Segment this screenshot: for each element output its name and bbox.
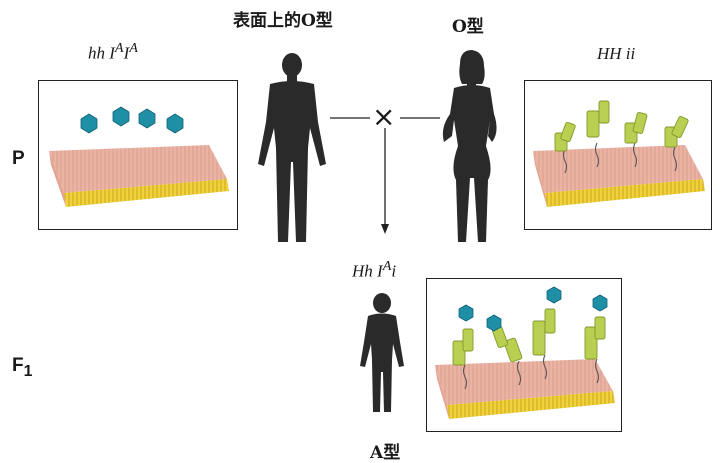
antigen-a xyxy=(592,294,608,312)
membrane-side xyxy=(533,151,547,207)
antigen-h xyxy=(532,308,556,356)
membrane-illustration xyxy=(49,106,229,207)
glycan-stalks xyxy=(562,142,678,174)
membrane-base xyxy=(545,179,705,207)
membrane-illustration xyxy=(435,286,615,419)
antigen-h xyxy=(554,121,576,152)
generation-label-p: P xyxy=(12,148,25,169)
antigen-a xyxy=(112,106,130,127)
membrane-top xyxy=(49,145,227,193)
antigen-h xyxy=(491,326,523,363)
antigen-h xyxy=(664,116,689,148)
membrane-illustration xyxy=(533,100,705,207)
left-parent-genotype: hh IAIA xyxy=(88,40,138,63)
right-parent-membrane-panel xyxy=(524,80,712,230)
membrane-top xyxy=(533,145,703,193)
left-parent-membrane-panel xyxy=(38,80,238,230)
membrane-side xyxy=(435,365,449,419)
antigen-a xyxy=(80,113,98,134)
antigen-h xyxy=(624,112,648,144)
membrane-side xyxy=(49,151,66,207)
antigen-a-group xyxy=(458,286,608,332)
antigen-a xyxy=(486,314,502,332)
membrane-base xyxy=(447,391,615,419)
cross-connector xyxy=(330,98,440,242)
male-silhouette-icon xyxy=(252,52,332,247)
offspring-phenotype: A型 xyxy=(370,443,401,463)
glycan-stalks xyxy=(462,354,600,390)
membrane-base xyxy=(64,179,229,207)
antigen-h xyxy=(452,328,474,366)
generation-label-f1: F1 xyxy=(12,355,33,380)
antigen-h xyxy=(584,316,606,360)
right-parent-genotype: HH ii xyxy=(597,44,636,63)
antigen-a xyxy=(546,286,562,304)
antigen-h-group xyxy=(452,308,606,366)
antigen-a xyxy=(166,113,184,134)
antigen-a-group xyxy=(80,106,184,134)
cross-symbol: × xyxy=(372,100,396,133)
female-silhouette-icon xyxy=(430,50,510,247)
membrane-top xyxy=(435,359,613,405)
antigen-a xyxy=(458,304,474,322)
antigen-h-group xyxy=(554,100,689,152)
child-silhouette-icon xyxy=(358,292,406,414)
antigen-a xyxy=(138,108,156,129)
offspring-genotype: Hh IAi xyxy=(352,258,397,281)
offspring-membrane-panel xyxy=(426,278,622,432)
antigen-h xyxy=(586,100,610,138)
left-parent-phenotype: 表面上的O型 xyxy=(233,11,333,31)
right-parent-phenotype: O型 xyxy=(452,17,484,37)
